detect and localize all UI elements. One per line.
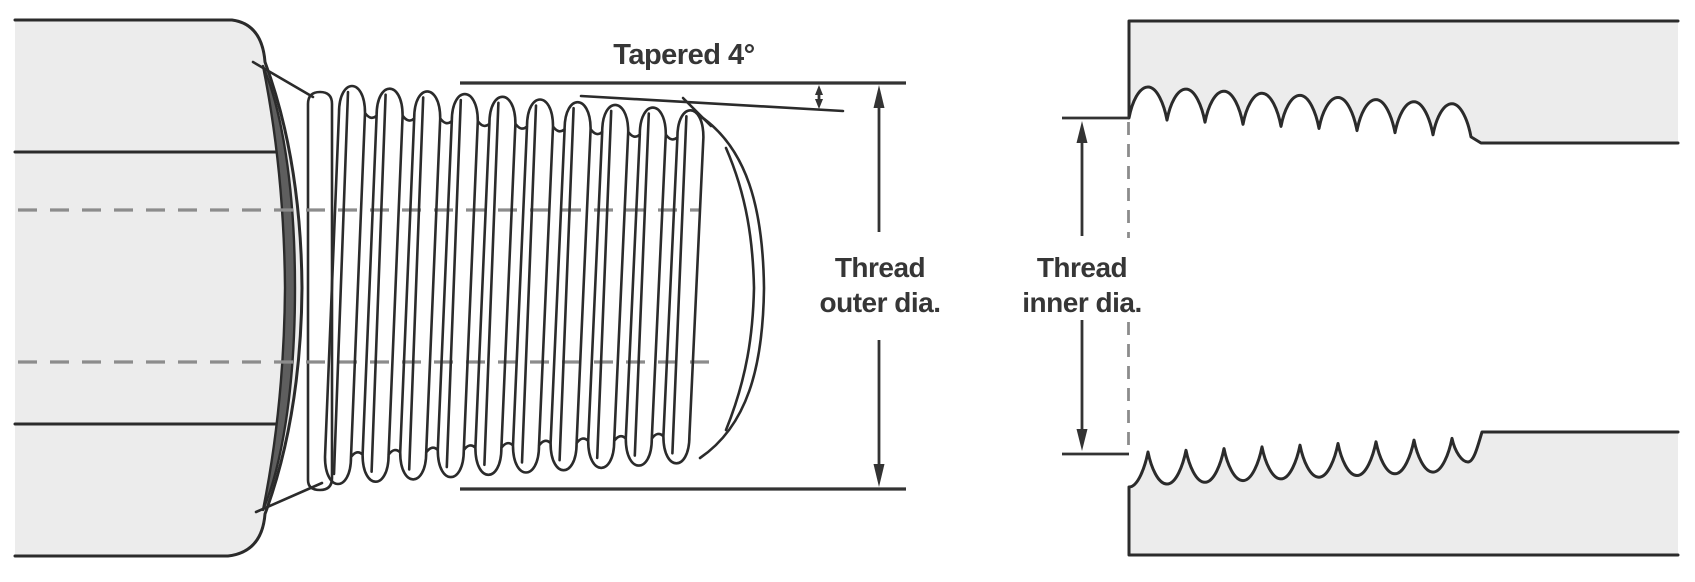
taper-gap-arrowhead-down [815, 99, 823, 109]
male-threads [323, 84, 766, 486]
taper-slant-line [579, 94, 845, 113]
tip-end-arc [698, 114, 766, 460]
port-top-wall-fill [1129, 21, 1678, 143]
inner-dia-label-line2: inner dia. [1022, 287, 1141, 318]
outer-dia-dimension: Thread outer dia. [460, 81, 941, 491]
outer-dia-label-line2: outer dia. [819, 287, 940, 318]
hex-body-fill [15, 20, 302, 556]
hex-to-thread-line-top [251, 60, 315, 99]
inner-dia-label-line1: Thread [1037, 252, 1127, 283]
inner-dia-arrowhead-down [1076, 429, 1088, 451]
male-thread-profile [323, 84, 705, 486]
taper-gap-arrowhead-up [815, 85, 823, 95]
hex-nut [13, 18, 324, 558]
female-port: Thread inner dia. [1022, 19, 1680, 557]
tip-inner-arc [724, 146, 756, 432]
outer-dia-label-line1: Thread [835, 252, 925, 283]
thread-start-collar [306, 90, 334, 492]
taper-label: Tapered 4° [613, 39, 754, 71]
male-thread-tip [681, 96, 766, 460]
outer-dia-arrowhead-down [873, 464, 885, 487]
port-top-wall-outline [1127, 19, 1680, 145]
inner-dia-dimension: Thread inner dia. [1022, 116, 1142, 456]
port-bottom-wall-outline [1127, 430, 1680, 557]
hex-body-outline [13, 18, 304, 558]
port-bottom-wall-fill [1129, 432, 1678, 555]
taper-annotation: Tapered 4° [579, 39, 845, 113]
outer-dia-arrowhead-up [873, 85, 885, 108]
male-fitting: Tapered 4° Thread outer dia. [13, 18, 941, 558]
inner-dia-arrowhead-up [1076, 121, 1088, 143]
